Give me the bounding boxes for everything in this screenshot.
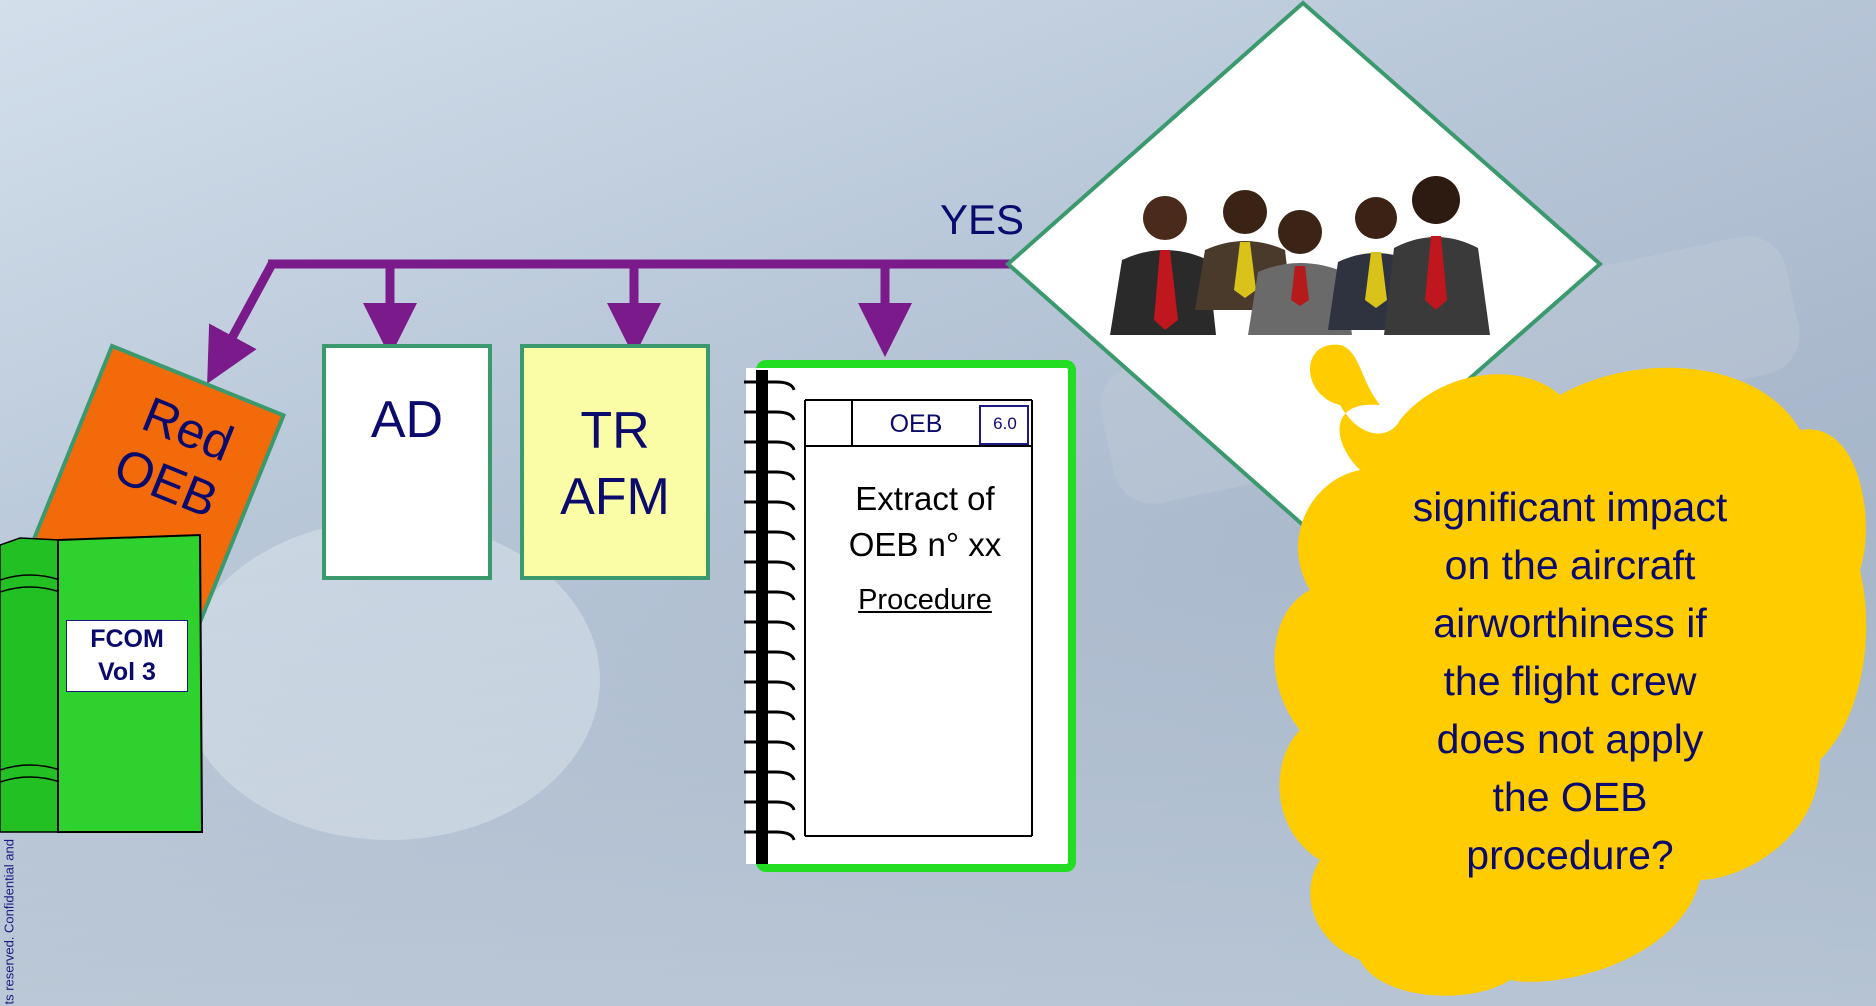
notebook-title-line2: OEB n° xx <box>848 526 1002 563</box>
spiral-ring <box>744 770 796 781</box>
spiral-ring <box>744 530 796 541</box>
notebook-title-line1: Extract of <box>855 480 995 517</box>
spiral-ring <box>744 710 796 721</box>
spiral-ring <box>744 470 796 481</box>
spiral-ring <box>744 680 796 691</box>
cloud-question-text: significant impact on the aircraft airwo… <box>1360 478 1780 884</box>
afm-label: AFM <box>560 468 670 526</box>
notebook-header-version: 6.0 <box>993 414 1017 433</box>
spiral-ring <box>744 410 796 421</box>
cloud-line-5: does not apply <box>1436 716 1704 762</box>
question-cloud <box>1274 344 1867 996</box>
copyright-footer: ts reserved. Confidential and <box>1 839 17 1005</box>
ad-label: AD <box>370 391 444 449</box>
yes-branch-connector <box>207 259 1010 384</box>
oeb-notebook <box>746 360 1076 872</box>
cloud-line-3: airworthiness if <box>1433 600 1707 646</box>
tr-afm-box: TR AFM <box>520 344 710 580</box>
spiral-ring <box>744 560 796 571</box>
spiral-ring <box>744 380 796 391</box>
spiral-ring <box>744 740 796 751</box>
spiral-ring <box>744 650 796 661</box>
notebook-title: Extract of OEB n° xx <box>805 476 1045 568</box>
spiral-ring <box>744 500 796 511</box>
people-group-icon <box>1110 176 1490 335</box>
cloud-line-2: on the aircraft <box>1444 542 1696 588</box>
fcom-line1: FCOM <box>90 625 164 653</box>
notebook-header-oeb: OEB <box>889 410 943 438</box>
fcom-label-card: FCOM Vol 3 <box>66 620 188 692</box>
notebook-spiral <box>744 380 796 841</box>
cloud-line-1: significant impact <box>1412 484 1728 530</box>
tr-label: TR <box>580 402 650 460</box>
spiral-ring <box>744 590 796 601</box>
spiral-ring <box>744 830 796 841</box>
cloud-line-6: the OEB <box>1492 774 1648 820</box>
spiral-ring <box>744 620 796 631</box>
cloud-line-4: the flight crew <box>1443 658 1697 704</box>
spiral-ring <box>744 440 796 451</box>
notebook-procedure: Procedure <box>858 584 992 616</box>
fcom-line2: Vol 3 <box>98 658 156 686</box>
spiral-ring <box>744 800 796 811</box>
yes-label: YES <box>940 196 1025 243</box>
ad-box: AD <box>322 344 492 580</box>
cloud-line-7: procedure? <box>1466 832 1674 878</box>
